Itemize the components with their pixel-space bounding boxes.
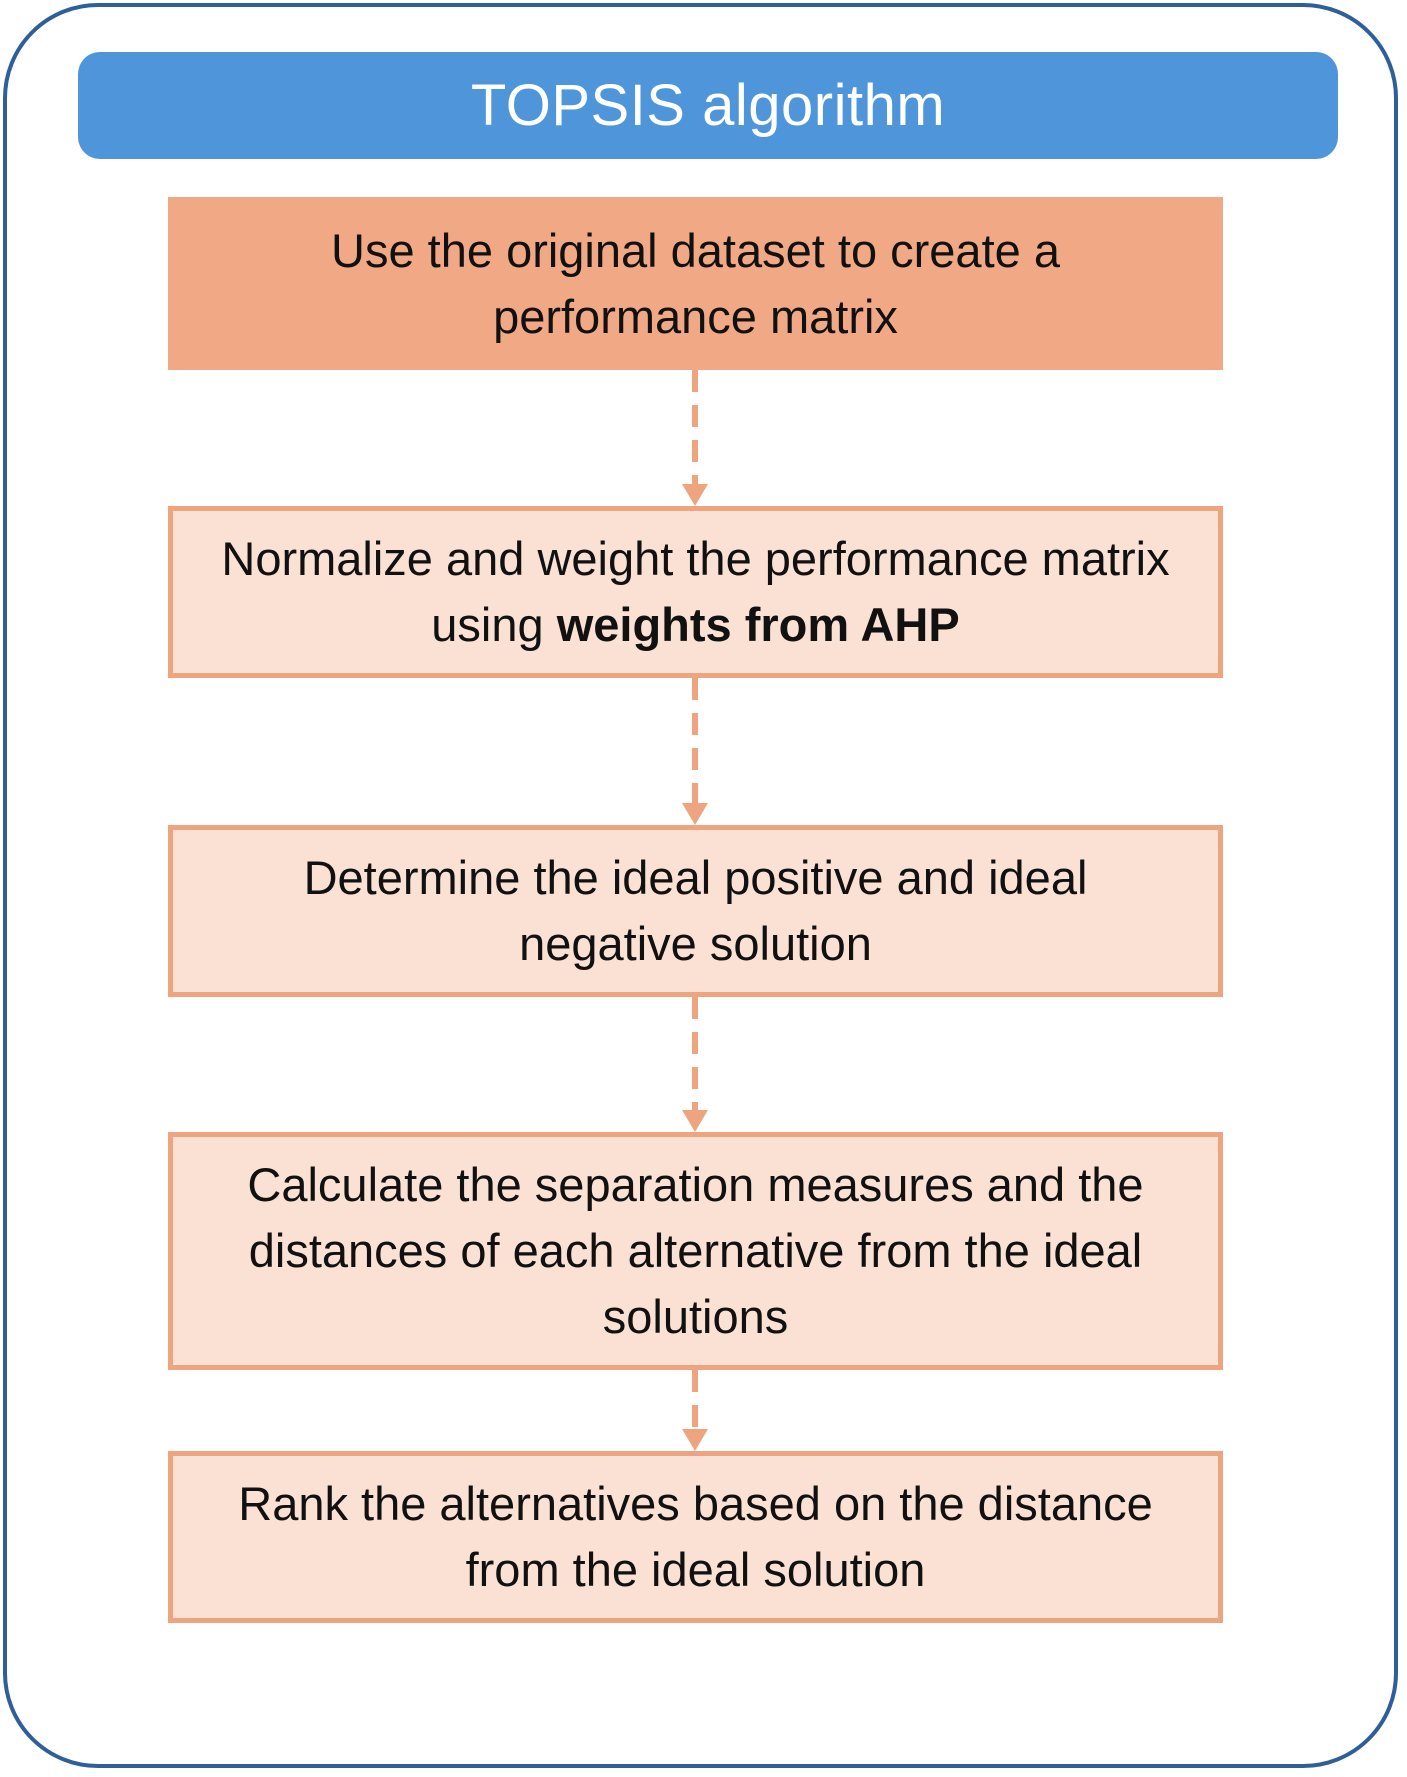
step-1-box: Use the original dataset to create a per… [168,197,1223,370]
step-2-text-bold: weights from AHP [556,598,960,651]
step-1-text: Use the original dataset to create a per… [331,223,1060,343]
diagram-title: TOPSIS algorithm [78,52,1338,159]
step-3-box: Determine the ideal positive and ideal n… [168,825,1223,997]
step-5-box: Rank the alternatives based on the dista… [168,1451,1223,1623]
step-5-text: Rank the alternatives based on the dista… [238,1477,1153,1596]
diagram-title-text: TOPSIS algorithm [470,73,946,138]
step-4-box: Calculate the separation measures and th… [168,1132,1223,1370]
step-2-text: Normalize and weight the performance mat… [213,526,1178,658]
step-3-text: Determine the ideal positive and ideal n… [303,851,1088,970]
step-4-text: Calculate the separation measures and th… [247,1158,1144,1343]
step-2-text-regular: Normalize and weight the performance mat… [221,532,1170,651]
step-2-box: Normalize and weight the performance mat… [168,506,1223,678]
